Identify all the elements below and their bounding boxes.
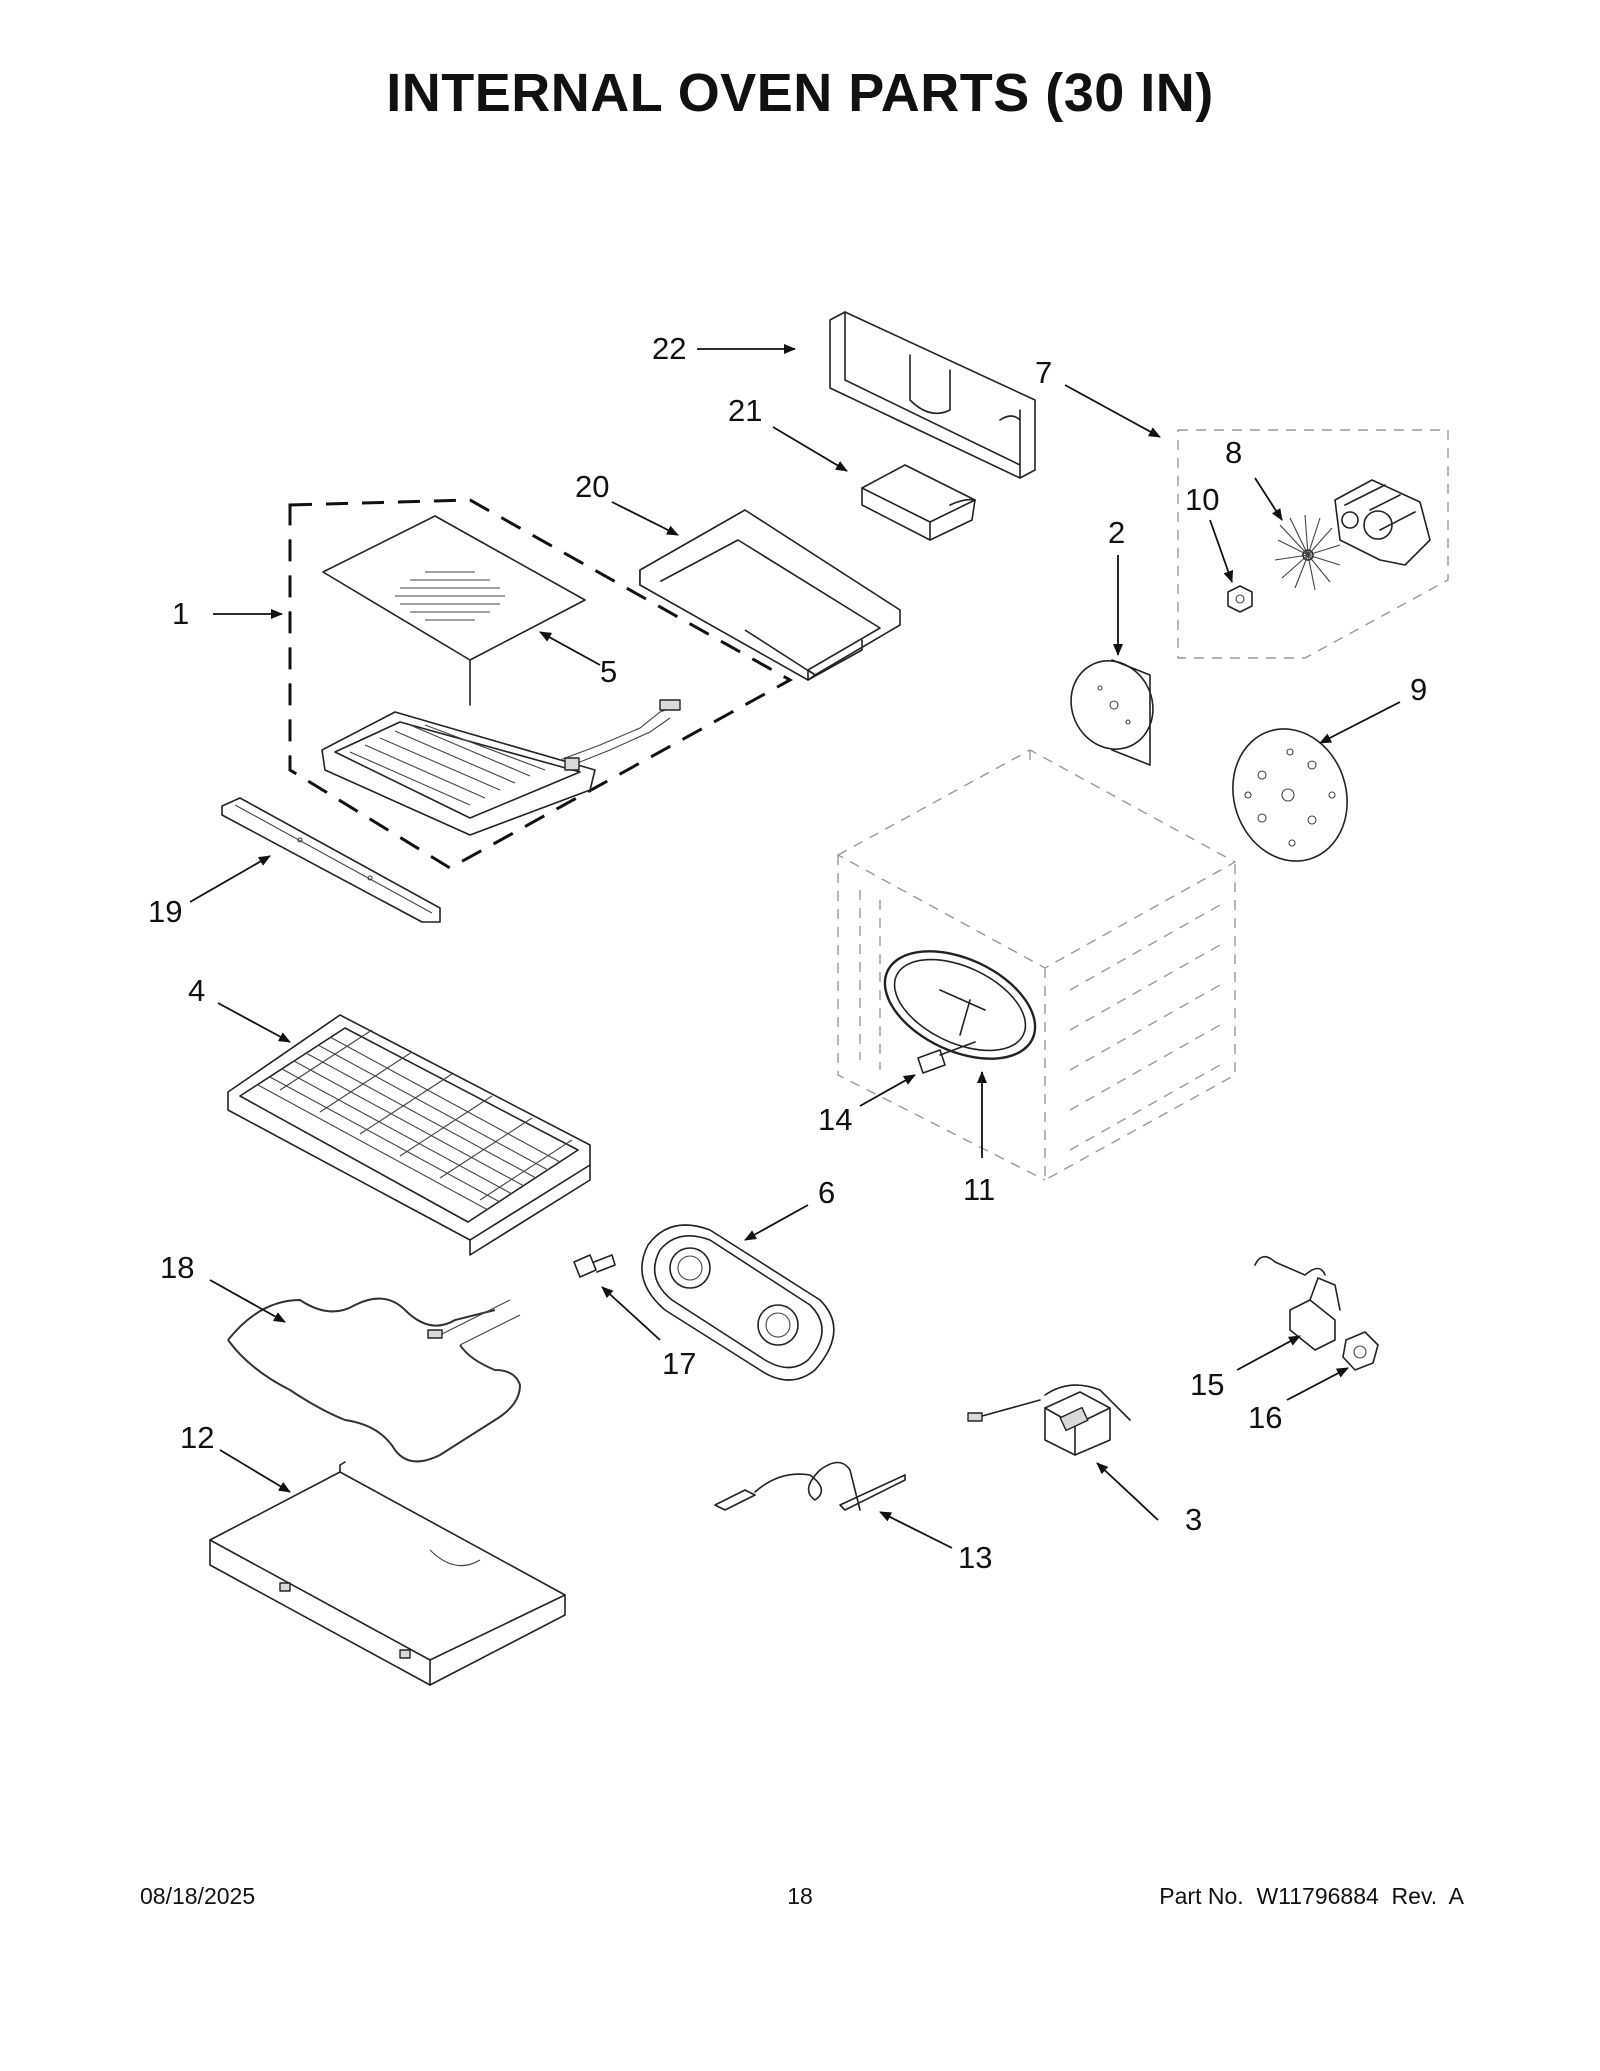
part-20-top-cover [639,509,901,681]
part-15-valve-body [1254,1255,1341,1351]
part-16-nut [1342,1331,1379,1371]
part-6-fan-cover [641,1224,835,1381]
callout-3: 3 [1185,1502,1202,1537]
callout-6: 6 [818,1175,835,1210]
callout-20: 20 [575,469,609,504]
callout-1: 1 [172,596,189,631]
callout-19: 19 [148,894,182,929]
footer-page-number: 18 [787,1883,813,1909]
part-13-meat-probe [714,1461,906,1511]
part-17-screw [573,1254,616,1278]
part-10-nut [1227,585,1253,613]
callout-16: 16 [1248,1400,1282,1435]
part-5-glass-panel [322,515,586,706]
callout-17: 17 [662,1346,696,1381]
callout-18: 18 [160,1250,194,1285]
part-2-fan-baffle [1070,659,1154,766]
part-1-warming-drawer-assembly [288,498,794,870]
callout-11: 11 [963,1172,995,1207]
callout-7: 7 [1035,355,1052,390]
part-22-duct [829,311,1036,479]
callout-15: 15 [1190,1367,1224,1402]
part-19-trim-strip [221,797,441,923]
part-9-rear-panel-gasket [1232,728,1348,862]
part-14-temperature-sensor [917,1041,976,1074]
part-18-bake-element [227,1297,522,1463]
callout-9: 9 [1410,672,1427,707]
callout-2: 2 [1108,515,1125,550]
part-8-fan-blade [1274,514,1341,591]
callout-12: 12 [180,1420,214,1455]
leader-arrows [189,344,1401,1549]
footer-date: 08/18/2025 [140,1883,256,1909]
part-4-oven-rack [227,1014,591,1256]
callout-10: 10 [1185,482,1219,517]
convection-motor [1334,479,1431,566]
part-7-convection-motor-assembly [1177,429,1449,659]
part-21-bracket [861,464,976,541]
callout-13: 13 [958,1540,992,1575]
part-3-thermal-fuse [967,1384,1131,1456]
warming-element-tray [321,699,681,836]
oven-cavity-phantom [836,749,1237,1182]
callout-21: 21 [728,393,762,428]
part-12-bottom-panel [209,1461,566,1686]
callout-8: 8 [1225,435,1242,470]
part-11-broil-element [883,950,1037,1060]
footer-part-number: Part No. W11796884 Rev. A [1159,1883,1464,1909]
page-title: INTERNAL OVEN PARTS (30 IN) [386,63,1214,123]
callout-5: 5 [600,654,617,689]
callout-14: 14 [818,1102,852,1137]
callout-22: 22 [652,331,686,366]
callout-4: 4 [188,973,205,1008]
